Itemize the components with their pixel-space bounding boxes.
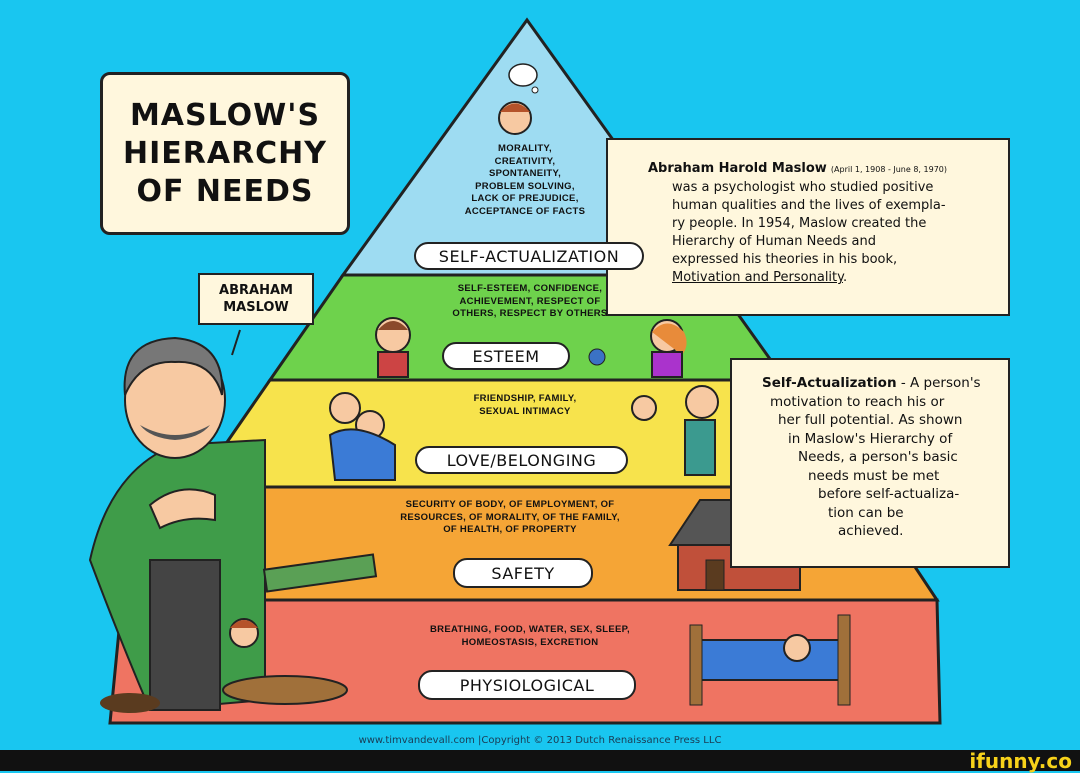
bio-dates: (April 1, 1908 - June 8, 1970) [830,165,947,174]
layer-item: OTHERS, RESPECT BY OTHERS [452,308,608,319]
watermark-bar [0,750,1080,771]
bio-line-5: expressed his theories in his book, [672,252,898,267]
label-esteem: ESTEEM [442,342,570,370]
sa-term: Self-Actualization [762,375,897,391]
love-family-illustration [328,385,719,481]
bio-line-1: was a psychologist who studied positive [672,180,934,195]
sa-line-4: in Maslow's Hierarchy of [788,430,953,447]
layer-item: SECURITY OF BODY, OF EMPLOYMENT, OF [405,499,615,510]
self-actualization-note: Self-Actualization - A person's motivati… [730,358,1010,568]
layer-item: SELF-ESTEEM, CONFIDENCE, [457,283,603,294]
sa-line-1: - A person's [900,375,981,391]
bio-line-4: Hierarchy of Human Needs and [672,234,876,249]
bio-box: Abraham Harold Maslow (April 1, 1908 - J… [606,138,1010,316]
bio-line-3: ry people. In 1954, Maslow created the [672,216,927,231]
sa-line-3: her full potential. As shown [778,412,963,428]
bio-name: Abraham Harold Maslow [648,161,827,176]
bio-line-2: human qualities and the lives of exempla… [672,198,946,213]
physiological-items: BREATHING, FOOD, WATER, SEX, SLEEP, HOME… [370,624,690,649]
bio-end: . [842,270,848,285]
sa-line-8: tion can be [828,504,904,521]
layer-item: LACK OF PREJUDICE, [471,193,579,204]
layer-item: ACHIEVEMENT, RESPECT OF [459,295,601,307]
name-label-line-2: MASLOW [223,300,289,315]
sa-line-2: motivation to reach his or [770,393,945,410]
layer-item: FRIENDSHIP, FAMILY, [473,393,577,404]
title-line-2: HIERARCHY [122,135,328,171]
self-actualization-items: MORALITY, CREATIVITY, SPONTANEITY, PROBL… [440,143,610,218]
name-label: ABRAHAM MASLOW [198,273,314,325]
layer-item: MORALITY, [498,143,552,154]
layer-item: HOMEOSTASIS, EXCRETION [461,636,599,648]
love-belonging-items: FRIENDSHIP, FAMILY, SEXUAL INTIMACY [420,393,630,418]
label-safety: SAFETY [453,558,593,588]
layer-item: RESOURCES, OF MORALITY, OF THE FAMILY, [400,511,620,523]
layer-item: ACCEPTANCE OF FACTS [464,205,586,217]
layer-item: SEXUAL INTIMACY [479,405,571,417]
title-box: MASLOW'S HIERARCHY OF NEEDS [100,72,350,235]
eating-and-sleeping-illustration [222,614,851,706]
layer-item: CREATIVITY, [494,155,556,167]
copyright-footer: www.timvandevall.com |Copyright © 2013 D… [358,735,722,746]
title-line-3: OF NEEDS [136,173,314,209]
sa-line-7: before self-actualiza- [818,486,960,502]
maslow-illustration [88,336,266,713]
name-label-line-1: ABRAHAM [219,283,293,298]
sa-line-9: achieved. [838,523,904,539]
sa-line-5: Needs, a person's basic [798,449,958,465]
esteem-people-illustration [375,317,687,378]
name-pointer-arrow [231,329,241,356]
layer-item: PROBLEM SOLVING, [475,180,575,192]
esteem-items: SELF-ESTEEM, CONFIDENCE, ACHIEVEMENT, RE… [405,283,655,321]
layer-item: SPONTANEITY, [488,168,562,179]
thinking-person-icon [498,63,539,135]
label-physiological: PHYSIOLOGICAL [418,670,636,700]
bio-book-title: Motivation and Personality [672,270,843,285]
ifunny-watermark: ifunny.co [969,749,1072,773]
label-self-actualization: SELF-ACTUALIZATION [414,242,644,270]
label-love-belonging: LOVE/BELONGING [415,446,628,474]
sa-line-6: needs must be met [808,467,940,484]
safety-items: SECURITY OF BODY, OF EMPLOYMENT, OF RESO… [345,499,675,537]
title-line-1: MASLOW'S [129,97,321,133]
layer-item: OF HEALTH, OF PROPERTY [443,524,577,535]
layer-item: BREATHING, FOOD, WATER, SEX, SLEEP, [430,624,630,635]
